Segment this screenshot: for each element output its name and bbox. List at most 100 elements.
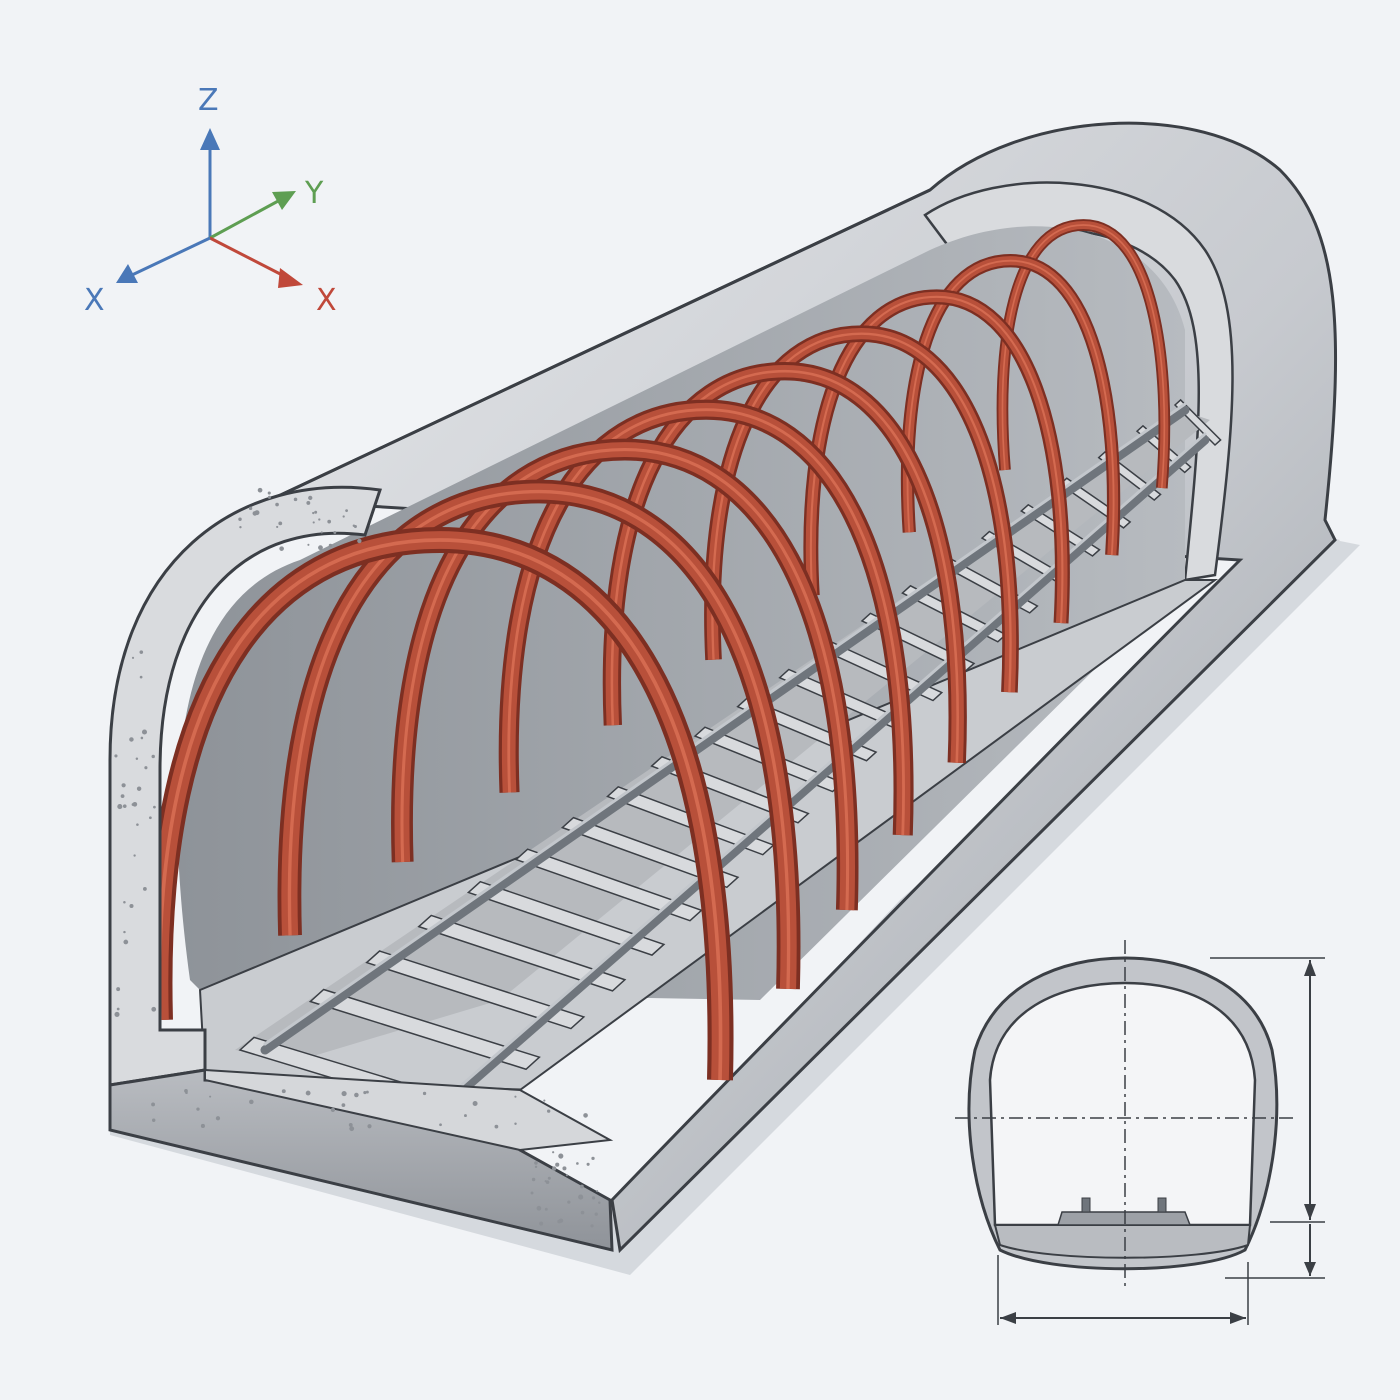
concrete-speckle	[122, 804, 127, 808]
concrete-speckle	[276, 525, 279, 529]
section-invert	[993, 1224, 1252, 1259]
steel-arch-highlight	[507, 408, 905, 836]
concrete-speckle	[591, 1156, 595, 1161]
rail-right-top	[438, 432, 1207, 1106]
concrete-speckle	[544, 1207, 548, 1211]
concrete-speckle	[238, 517, 242, 521]
concrete-speckle	[578, 1194, 584, 1200]
concrete-speckle	[307, 543, 310, 546]
concrete-speckle	[293, 497, 298, 502]
concrete-speckle	[580, 1210, 585, 1215]
rail-left-top	[263, 402, 1187, 1046]
concrete-speckle	[153, 805, 156, 809]
concrete-speckle	[312, 521, 315, 524]
concrete-speckle	[546, 1109, 551, 1113]
concrete-speckle	[143, 887, 147, 891]
sleeper	[417, 914, 627, 992]
concrete-speckle	[114, 1011, 120, 1017]
concrete-speckle	[267, 491, 271, 495]
sleeper	[308, 988, 541, 1071]
concrete-speckle	[565, 1174, 568, 1177]
concrete-speckle	[543, 1099, 546, 1102]
concrete-speckle	[114, 754, 118, 758]
concrete-speckle	[357, 538, 362, 544]
concrete-speckle	[531, 1177, 536, 1182]
concrete-speckle	[352, 524, 356, 527]
concrete-speckle	[544, 1180, 547, 1183]
steel-arch-group	[146, 219, 1171, 1081]
concrete-speckle	[345, 509, 348, 513]
concrete-speckle	[367, 1124, 372, 1129]
concrete-speckle	[514, 1122, 517, 1125]
concrete-speckle	[534, 1165, 538, 1169]
front-slab-top	[204, 1068, 614, 1152]
concrete-speckle	[314, 510, 318, 514]
concrete-speckle	[320, 531, 323, 534]
concrete-speckle	[328, 543, 333, 548]
concrete-speckle	[552, 1151, 555, 1154]
concrete-speckle	[312, 511, 315, 515]
concrete-speckle	[267, 495, 271, 499]
concrete-speckle	[342, 515, 345, 518]
concrete-speckle	[254, 510, 260, 516]
sleeper	[514, 848, 703, 922]
concrete-speckle	[129, 737, 134, 742]
concrete-speckle	[200, 1123, 205, 1129]
concrete-speckle	[306, 500, 311, 505]
concrete-speckle	[185, 1091, 188, 1095]
concrete-speckle	[562, 1166, 567, 1171]
concrete-speckle	[539, 1221, 544, 1226]
concrete-speckle	[514, 1095, 517, 1098]
concrete-speckle	[133, 854, 136, 857]
concrete-speckle	[121, 783, 126, 788]
concrete-speckle	[116, 1007, 120, 1011]
concrete-speckle	[365, 1090, 369, 1094]
concrete-speckle	[318, 518, 321, 521]
concrete-speckle	[140, 736, 144, 740]
concrete-speckle	[464, 1114, 467, 1117]
concrete-speckle	[139, 650, 144, 654]
axis-y-label: Y	[304, 176, 324, 211]
concrete-speckle	[598, 1201, 601, 1204]
concrete-speckle	[494, 1124, 499, 1129]
concrete-speckle	[349, 1126, 355, 1132]
concrete-speckle	[557, 1219, 562, 1224]
concrete-speckle	[551, 1166, 557, 1171]
section-rail-left	[1081, 1197, 1091, 1213]
steel-arch-highlight	[157, 538, 723, 1081]
concrete-speckle	[117, 804, 123, 810]
concrete-speckle	[151, 1006, 157, 1012]
concrete-speckle	[120, 794, 125, 798]
concrete-speckle	[530, 1191, 534, 1195]
concrete-speckle	[558, 1153, 564, 1159]
cross-section-icon	[955, 940, 1325, 1325]
concrete-speckle	[590, 1224, 594, 1228]
concrete-speckle	[534, 1161, 538, 1165]
concrete-speckle	[596, 1190, 599, 1193]
concrete-texture	[114, 487, 601, 1228]
concrete-speckle	[135, 757, 139, 761]
concrete-speckle	[249, 1099, 254, 1105]
concrete-speckle	[354, 1092, 359, 1098]
concrete-speckle	[422, 1091, 427, 1096]
concrete-speckle	[555, 1162, 560, 1167]
concrete-speckle	[139, 675, 143, 679]
concrete-speckle	[567, 1200, 571, 1204]
concrete-speckle	[151, 1118, 156, 1122]
section-track-bed	[1056, 1211, 1192, 1226]
concrete-speckle	[594, 1212, 598, 1216]
concrete-speckle	[131, 656, 135, 659]
concrete-speckle	[279, 546, 284, 551]
concrete-speckle	[144, 766, 148, 770]
concrete-speckle	[129, 903, 134, 909]
concrete-speckle	[131, 803, 135, 806]
concrete-speckle	[123, 930, 126, 934]
sleeper	[365, 950, 586, 1030]
concrete-speckle	[333, 531, 337, 534]
steel-arch-highlight	[610, 369, 959, 763]
concrete-speckle	[330, 1107, 336, 1113]
section-rail-right	[1157, 1197, 1167, 1213]
concrete-speckle	[439, 1123, 442, 1127]
